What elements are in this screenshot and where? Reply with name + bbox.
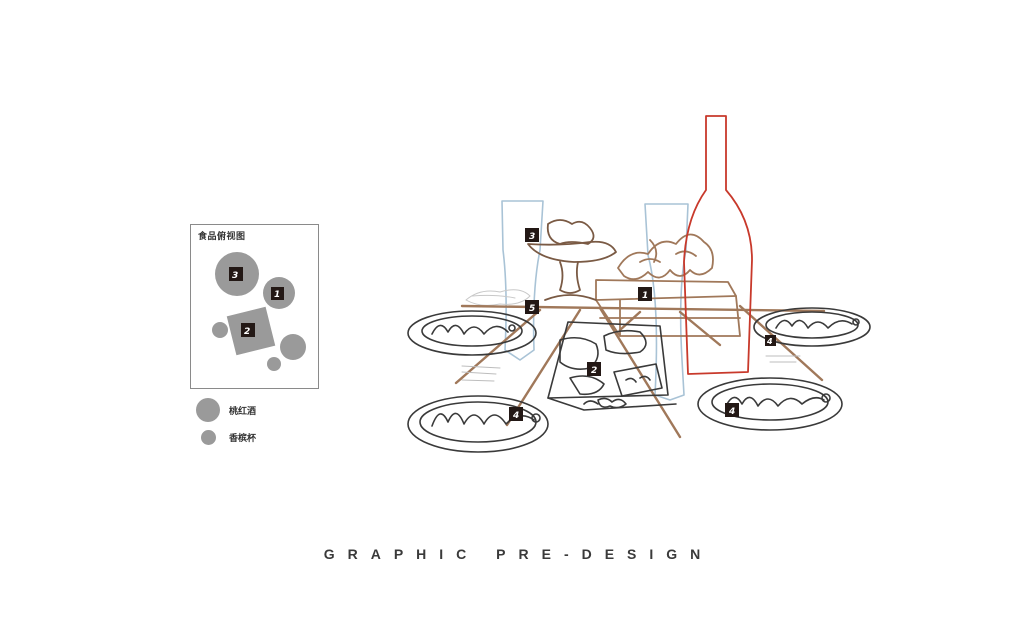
- marker-4-plate-back-right: 4: [765, 335, 776, 346]
- champagne-glass-label: 香槟杯: [229, 434, 257, 444]
- cake-stand: [527, 219, 617, 301]
- marker-5: 5: [525, 300, 539, 314]
- marker-5-label: 5: [529, 304, 535, 314]
- rose-wine-label: 桃红酒: [229, 406, 257, 417]
- top-view-glass-left: [212, 322, 228, 338]
- legend-item-rose-wine: 桃红酒: [196, 398, 256, 422]
- top-view-badge-3: [229, 267, 243, 281]
- top-view-panel: 食品俯视图 3 1 2: [190, 224, 319, 389]
- top-view-label-3: 3: [232, 271, 238, 281]
- marker-3-label: 3: [529, 232, 535, 242]
- top-view-label-2: 2: [244, 327, 250, 337]
- cutlery-sketch: [461, 355, 801, 382]
- marker-4c-label: 4: [728, 407, 735, 417]
- champagne-glass-symbol: [201, 430, 216, 445]
- ice-sketch: [465, 289, 531, 306]
- marker-4-plate-front-right: 4: [725, 403, 739, 417]
- top-view-title: 食品俯视图: [198, 232, 246, 242]
- top-view-diagram: 3 1 2: [212, 252, 306, 371]
- cheese-board: [547, 321, 677, 411]
- wine-bottle: [683, 115, 753, 375]
- marker-1: 1: [638, 287, 652, 301]
- footer-title: GRAPHIC PRE-DESIGN: [323, 546, 714, 562]
- plate-front-left: [407, 395, 549, 453]
- marker-2: 2: [587, 362, 601, 376]
- top-view-label-1: 1: [274, 290, 280, 300]
- marker-4b-label: 4: [766, 337, 773, 346]
- marker-4a-label: 4: [512, 411, 519, 421]
- top-view-badge-2: [241, 323, 255, 337]
- champagne-glass-left: [501, 200, 544, 361]
- marker-4-plate-front-left: 4: [509, 407, 523, 421]
- plate-front-right: [697, 377, 843, 431]
- plate-back-left: [407, 310, 537, 356]
- marker-2-label: 2: [591, 366, 597, 376]
- top-view-glass-bottom: [267, 357, 281, 371]
- top-view-badge-1: [271, 287, 284, 300]
- legend-item-champagne-glass: 香槟杯: [201, 430, 256, 445]
- marker-1-label: 1: [642, 291, 648, 301]
- fruit-crate: [595, 233, 741, 337]
- champagne-glass-right: [644, 203, 689, 401]
- rose-wine-symbol: [196, 398, 220, 422]
- top-view-circle-right: [280, 334, 306, 360]
- plate-back-right: [753, 307, 871, 347]
- marker-3: 3: [525, 228, 539, 242]
